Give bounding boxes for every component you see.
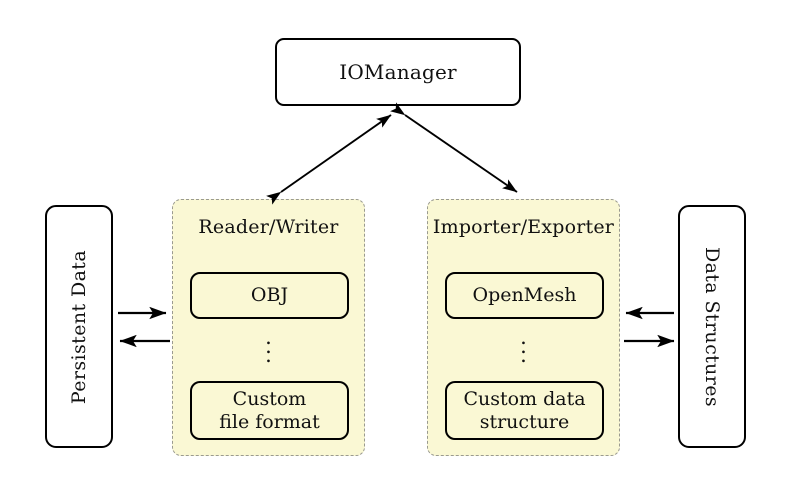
item-custom-data-structure-line1: Custom data	[463, 388, 586, 411]
group-importer-exporter: Importer/Exporter OpenMesh . . . Custom …	[427, 199, 620, 456]
item-obj: OBJ	[190, 272, 349, 319]
group-reader-writer: Reader/Writer OBJ . . . Custom file form…	[172, 199, 365, 456]
ellipsis-dot: .	[520, 325, 527, 349]
group-reader-writer-title: Reader/Writer	[198, 216, 339, 238]
node-data-structures-label: Data Structures	[701, 246, 723, 407]
node-persistent-data: Persistent Data	[45, 205, 113, 448]
ellipsis-dot: .	[265, 334, 272, 358]
ellipsis-importer-exporter: . . .	[428, 325, 619, 367]
node-iomanager-label: IOManager	[339, 60, 457, 84]
item-custom-file-format-line2: file format	[219, 410, 320, 433]
item-custom-data-structure-line2: structure	[479, 410, 570, 433]
ellipsis-reader-writer: . . .	[173, 325, 364, 367]
item-custom-file-format: Custom file format	[190, 381, 349, 440]
item-openmesh: OpenMesh	[445, 272, 604, 319]
node-data-structures: Data Structures	[678, 205, 746, 448]
node-iomanager: IOManager	[275, 38, 521, 106]
item-obj-label: OBJ	[250, 284, 289, 307]
item-custom-file-format-line1: Custom	[232, 388, 307, 411]
ellipsis-dot: .	[520, 343, 527, 367]
arrow-iomanager-importer-exporter	[390, 102, 518, 193]
ellipsis-dot: .	[265, 325, 272, 349]
arrow-iomanager-reader-writer	[266, 114, 392, 205]
ellipsis-dot: .	[520, 334, 527, 358]
item-custom-data-structure: Custom data structure	[445, 381, 604, 440]
node-persistent-data-label: Persistent Data	[68, 249, 90, 404]
item-openmesh-label: OpenMesh	[472, 284, 577, 307]
ellipsis-dot: .	[265, 343, 272, 367]
group-importer-exporter-title: Importer/Exporter	[432, 216, 615, 238]
